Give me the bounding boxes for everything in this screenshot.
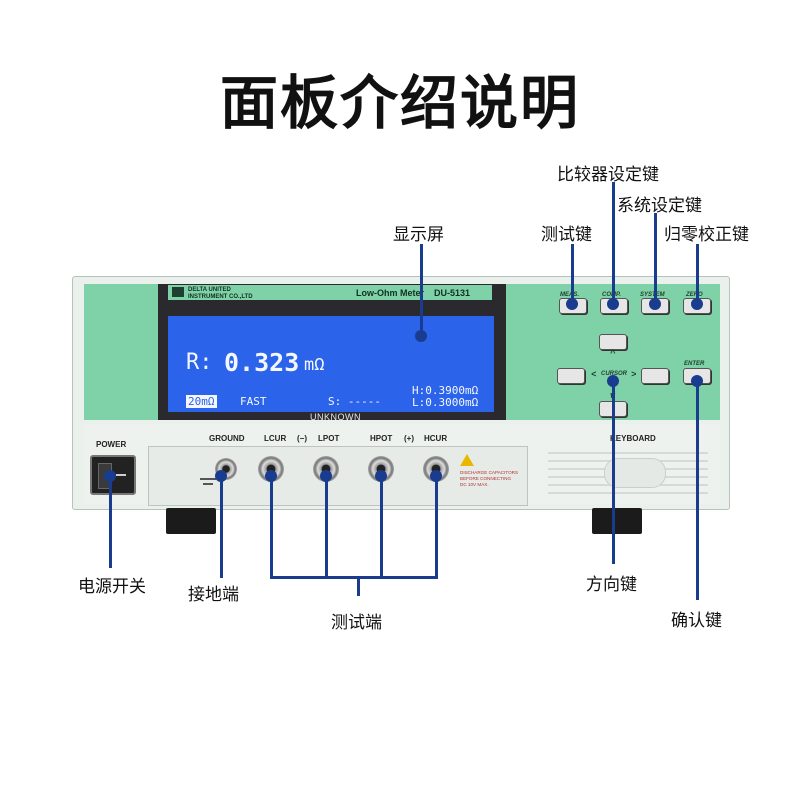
zero-callout-dot xyxy=(691,298,703,310)
page-title: 面板介绍说明 xyxy=(219,69,580,137)
up-arrow-icon: ^ xyxy=(610,348,616,358)
lcur-callout-line xyxy=(270,476,273,578)
direction-callout-line xyxy=(612,380,615,564)
left-bracket-icon: < xyxy=(591,369,597,379)
brand-logo-icon xyxy=(172,287,184,297)
enter-callout-dot xyxy=(691,375,703,387)
low-limit: L:0.3000mΩ xyxy=(412,396,479,409)
comp-callout-dot xyxy=(607,298,619,310)
system-key-caption: 系统设定键 xyxy=(617,196,702,216)
cursor-label: CURSOR xyxy=(601,371,628,377)
reading-unit: mΩ xyxy=(304,355,325,375)
warning-line2: BEFORE CONNECTING xyxy=(460,476,512,481)
direction-keys-caption: 方向键 xyxy=(586,575,637,595)
vent-slot xyxy=(548,452,708,454)
comp-key-label: COMP. xyxy=(602,292,621,298)
meas-key-label: MEAS. xyxy=(560,292,580,298)
ground-label: GROUND xyxy=(209,434,245,443)
lcd-screen: R: 0.323 mΩ 20mΩ FAST S: ----- H:0.3900m… xyxy=(168,316,494,412)
ground-symbol-bar xyxy=(203,483,213,485)
warning-line1: DISCHARGE CAPACITORS xyxy=(460,470,519,475)
left-foot xyxy=(166,508,216,534)
zero-key-caption: 归零校正键 xyxy=(664,225,749,245)
system-callout-line xyxy=(654,213,657,300)
power-switch-caption: 电源开关 xyxy=(78,577,146,597)
power-callout-dot xyxy=(104,470,116,482)
system-key-label: SYSTEM xyxy=(640,292,665,298)
zero-key-label: ZERO xyxy=(686,292,703,298)
status-indicator: S: ----- xyxy=(328,395,381,408)
ground-symbol-icon xyxy=(200,478,216,480)
minus-label: (−) xyxy=(297,434,307,443)
warning-triangle-icon xyxy=(460,454,474,466)
cursor-up-key[interactable] xyxy=(599,334,627,350)
model-name: Low-Ohm Meter xyxy=(356,288,425,298)
unknown-label: UNKNOWN xyxy=(310,412,361,422)
lpot-label: LPOT xyxy=(318,434,340,443)
zero-callout-line xyxy=(696,244,699,300)
test-terminals-stem xyxy=(357,576,360,596)
power-callout-line xyxy=(109,476,112,568)
model-code: DU-5131 xyxy=(434,288,471,298)
range-indicator: 20mΩ xyxy=(186,395,217,408)
measure-key-caption: 测试键 xyxy=(541,225,592,245)
ground-terminal-caption: 接地端 xyxy=(188,585,239,605)
meas-callout-dot xyxy=(566,298,578,310)
cursor-left-key[interactable] xyxy=(557,368,585,384)
direction-callout-dot xyxy=(607,375,619,387)
lpot-callout-line xyxy=(325,476,328,578)
display-caption: 显示屏 xyxy=(393,225,444,245)
enter-callout-line xyxy=(696,380,699,600)
warning-line3: DC 10V MAX. xyxy=(460,482,489,487)
high-limit: H:0.3900mΩ xyxy=(412,384,479,397)
hcur-callout-line xyxy=(435,476,438,578)
brand-name-line1: DELTA UNITED xyxy=(188,287,231,293)
display-callout-line xyxy=(420,244,423,330)
lpot-callout-dot xyxy=(320,470,332,482)
hcur-label: HCUR xyxy=(424,434,448,443)
power-label: POWER xyxy=(96,440,127,449)
plus-label: (+) xyxy=(404,434,414,443)
reading-value: 0.323 xyxy=(224,348,300,377)
right-bracket-icon: > xyxy=(631,369,637,379)
brand-name-line2: INSTRUMENT CO.,LTD xyxy=(188,294,253,300)
right-foot xyxy=(592,508,642,534)
test-terminals-caption: 测试端 xyxy=(331,613,382,633)
ground-callout-line xyxy=(220,476,223,578)
speed-indicator: FAST xyxy=(240,395,267,408)
enter-key-caption: 确认键 xyxy=(671,611,722,631)
hpot-label: HPOT xyxy=(370,434,393,443)
hpot-callout-line xyxy=(380,476,383,578)
lcur-callout-dot xyxy=(265,470,277,482)
cursor-right-key[interactable] xyxy=(641,368,669,384)
vent-slot xyxy=(548,492,708,494)
lcur-label: LCUR xyxy=(264,434,287,443)
compare-key-caption: 比较器设定键 xyxy=(557,165,659,185)
display-callout-dot xyxy=(415,330,427,342)
warning-text: DISCHARGE CAPACITORS BEFORE CONNECTING D… xyxy=(460,470,518,488)
reading-label: R: xyxy=(186,350,213,375)
test-terminals-bracket xyxy=(270,576,438,579)
hpot-callout-dot xyxy=(375,470,387,482)
system-callout-dot xyxy=(649,298,661,310)
brand-strip xyxy=(168,285,492,300)
keyboard-label: KEYBOARD xyxy=(610,434,656,443)
hcur-callout-dot xyxy=(430,470,442,482)
enter-key-label: ENTER xyxy=(684,361,705,367)
power-off-mark xyxy=(116,474,126,476)
meas-callout-line xyxy=(571,244,574,300)
left-green-panel xyxy=(84,284,158,420)
ground-callout-dot xyxy=(215,470,227,482)
comp-callout-line xyxy=(612,182,615,300)
